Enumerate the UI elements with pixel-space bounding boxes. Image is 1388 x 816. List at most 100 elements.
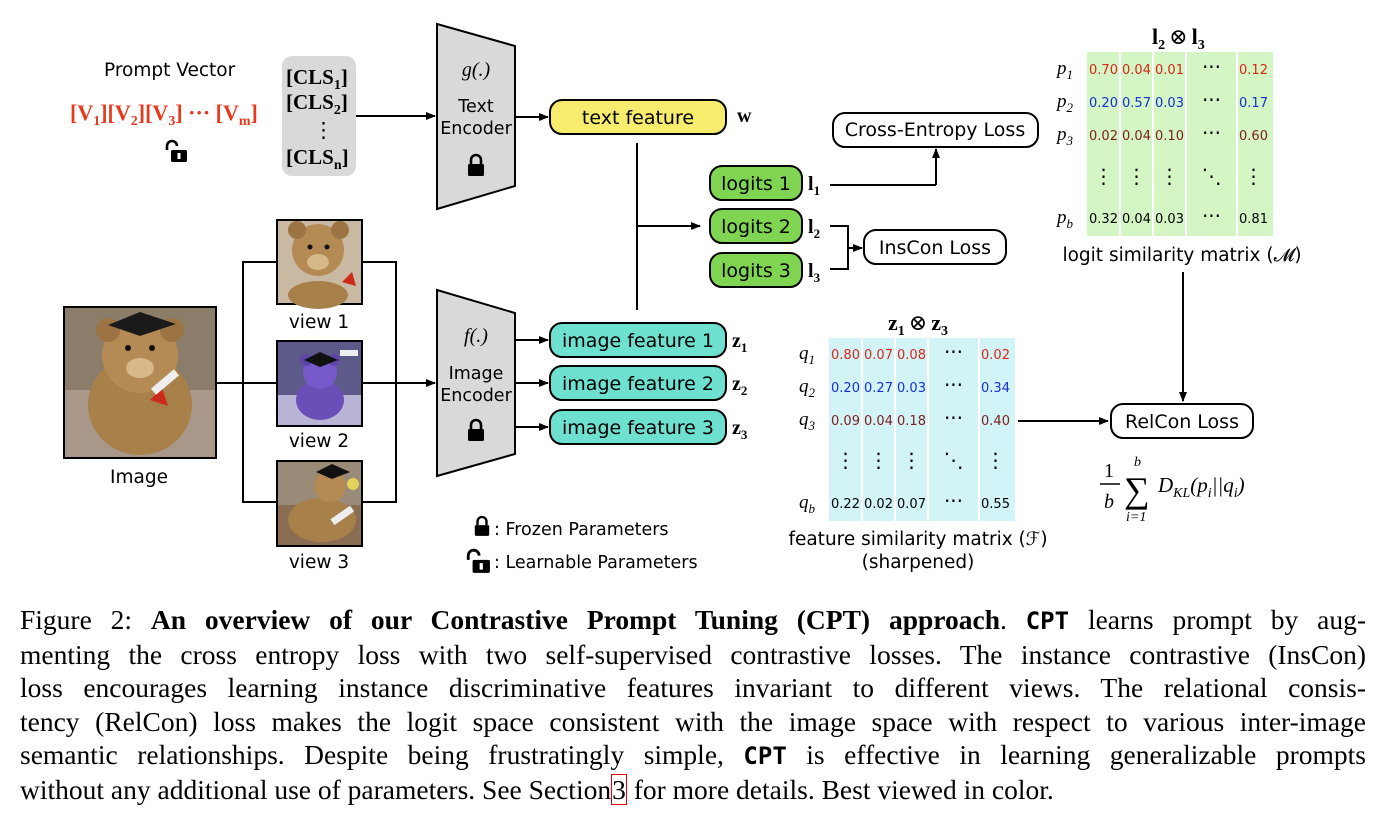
logit-matrix-cell: 0.12: [1239, 63, 1268, 78]
logit-matrix-cell: 0.03: [1155, 212, 1184, 227]
logit-matrix-background: [1087, 52, 1273, 236]
cross-entropy-loss-box: [832, 112, 1039, 148]
logit-matrix-cell: 0.20: [1089, 96, 1118, 111]
logit-matrix-caption: logit similarity matrix (𝓜): [1062, 245, 1301, 266]
feature-matrix-cell: ⋮: [836, 448, 856, 472]
image-feature-symbol-2: z2: [732, 373, 747, 398]
feature-matrix-cell: ···: [944, 489, 963, 513]
view-1-image: [276, 219, 363, 309]
view-3-label: view 3: [289, 552, 349, 573]
feature-matrix-row-label: q3: [799, 409, 816, 433]
feature-matrix-cell: 0.55: [981, 497, 1010, 512]
input-image: [63, 306, 217, 459]
logit-matrix-cell: ⋮: [1094, 164, 1114, 188]
logit-matrix-cell: 0.01: [1155, 63, 1184, 78]
lock-closed-icon: [473, 515, 491, 537]
text-feature-box: [549, 99, 727, 135]
text-encoder-label-2: Encoder: [440, 119, 512, 139]
feature-matrix-cell: 0.02: [864, 497, 893, 512]
relcon-loss-box: [1110, 403, 1254, 439]
logit-matrix-row-label: p3: [1055, 124, 1074, 148]
image-feature-symbol-1: z1: [732, 330, 747, 355]
lock-open-icon: [466, 548, 491, 574]
logit-matrix-row-label: pb: [1055, 207, 1074, 231]
text-feature-symbol: w: [737, 105, 752, 127]
feature-matrix-cell: 0.03: [897, 381, 926, 396]
lock-open-icon: [165, 139, 188, 163]
feature-matrix-cell: 0.18: [897, 414, 926, 429]
logit-matrix-cell: ···: [1202, 204, 1221, 228]
image-encoder-label-1: Image: [449, 364, 504, 384]
feature-matrix-cell: ⋱: [944, 448, 964, 472]
logit-matrix-title: l2⊗l3: [1152, 24, 1205, 53]
image-encoder-label-2: Encoder: [440, 386, 512, 406]
section-reference-link[interactable]: 3: [611, 774, 627, 806]
logit-matrix-cell: ⋮: [1127, 164, 1147, 188]
logit-matrix-cell: 0.04: [1122, 63, 1151, 78]
logits-box-2: [709, 208, 803, 244]
class-token-box: [282, 56, 356, 176]
svg-text:b: b: [1134, 455, 1141, 470]
feature-matrix-cell: 0.34: [981, 381, 1010, 396]
image-feature-box-3: [549, 409, 727, 445]
feature-matrix-row-label: qb: [799, 492, 816, 516]
caption-line-3: loss encourages learning instance discri…: [20, 672, 1366, 704]
logit-matrix-cell: 0.10: [1155, 129, 1184, 144]
feature-matrix-cell: 0.80: [831, 348, 860, 363]
logit-matrix-cell: 0.32: [1089, 212, 1118, 227]
feature-matrix-row-label: q2: [799, 376, 816, 400]
logit-matrix-cell: 0.04: [1122, 129, 1151, 144]
text-encoder-label-1: Text: [457, 97, 494, 117]
cls-token-2: [CLS2]: [286, 90, 348, 118]
logit-matrix-row-label: p1: [1055, 58, 1073, 82]
image-feature-label-1: image feature 1: [562, 330, 714, 352]
svg-text:b: b: [1104, 491, 1114, 513]
logit-matrix-cell: 0.03: [1155, 96, 1184, 111]
feature-matrix-cell: 0.09: [831, 414, 860, 429]
feature-matrix-cell: 0.07: [864, 348, 893, 363]
view-branch-lines: [216, 261, 397, 503]
feature-matrix-cell: ⋮: [869, 448, 889, 472]
feature-matrix-cell: 0.02: [981, 348, 1010, 363]
view-1-label: view 1: [289, 312, 349, 333]
logit-matrix-cell: 0.81: [1239, 212, 1268, 227]
image-encoder-fn: f(.): [464, 325, 488, 347]
logit-matrix-cell: 0.02: [1089, 129, 1118, 144]
logits-box-3: [709, 252, 803, 288]
feature-matrix-cell: ···: [944, 340, 963, 364]
feature-matrix-cell: 0.40: [981, 414, 1010, 429]
caption-line-4: tency (RelCon) loss makes the logit spac…: [20, 705, 1366, 737]
image-feature-symbol-3: z3: [732, 417, 748, 442]
feature-matrix-caption: feature similarity matrix (ℱ): [788, 529, 1047, 550]
logit-matrix-cell: 0.04: [1122, 212, 1151, 227]
cross-entropy-loss-label: Cross-Entropy Loss: [845, 119, 1025, 141]
feature-matrix-row-label: q1: [799, 343, 815, 367]
feature-matrix-cell: 0.04: [864, 414, 893, 429]
logits-symbol-3: l3: [808, 260, 821, 285]
feature-matrix-cell: ⋮: [902, 448, 922, 472]
logits-label-1: logits 1: [721, 173, 791, 195]
svg-text:∑: ∑: [1124, 470, 1150, 510]
logit-matrix-row-label: p2: [1055, 91, 1074, 115]
logit-matrix-cell: 0.60: [1239, 129, 1268, 144]
inscon-loss-box: [863, 229, 1007, 265]
svg-text:i=1: i=1: [1126, 510, 1146, 525]
logits-label-3: logits 3: [721, 260, 791, 282]
logits-symbol-2: l2: [808, 216, 820, 241]
feature-matrix-cell: 0.07: [897, 497, 926, 512]
logit-matrix-cell: 0.17: [1239, 96, 1268, 111]
figure-caption: Figure 2: An overview of our Contrastive…: [20, 603, 1366, 806]
feature-matrix-cell: 0.20: [831, 381, 860, 396]
caption-line-1: Figure 2: An overview of our Contrastive…: [20, 604, 1366, 635]
prompt-vector-title: Prompt Vector: [104, 60, 236, 81]
cls-token-1: [CLS1]: [286, 65, 348, 93]
logit-matrix-cell: ···: [1202, 55, 1221, 79]
logit-matrix-cell: ⋱: [1202, 164, 1222, 188]
caption-line-5: semantic relationships. Despite being fr…: [20, 738, 1367, 770]
logit-matrix-cell: ···: [1202, 121, 1221, 145]
feature-matrix-background: [829, 338, 1015, 521]
text-feature-label: text feature: [582, 107, 694, 129]
feature-matrix-cell: ···: [944, 406, 963, 430]
logits-symbol-1: l1: [808, 173, 820, 198]
view-3-image: [276, 460, 363, 547]
